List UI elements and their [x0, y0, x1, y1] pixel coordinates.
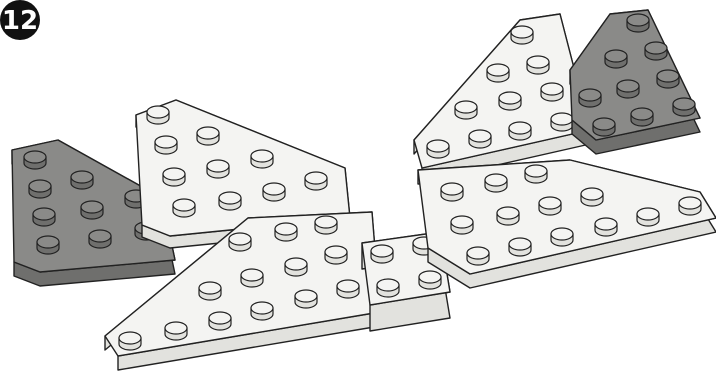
stud [275, 223, 297, 241]
stud [29, 180, 51, 198]
stud [467, 247, 489, 265]
stud [593, 118, 615, 136]
parts-layer [12, 10, 716, 370]
stud [427, 140, 449, 158]
stud [679, 197, 701, 215]
stud [551, 113, 573, 131]
stud [509, 238, 531, 256]
stud [241, 269, 263, 287]
stud [119, 332, 141, 350]
stud [645, 42, 667, 60]
stud [511, 26, 533, 44]
right-dark-wedge-plate [570, 10, 700, 154]
stud [81, 201, 103, 219]
stud [539, 197, 561, 215]
stud [325, 246, 347, 264]
stud [155, 136, 177, 154]
stud [163, 168, 185, 186]
stud [37, 236, 59, 254]
stud [487, 64, 509, 82]
stud [251, 302, 273, 320]
stud [551, 228, 573, 246]
stud [627, 14, 649, 32]
stud [89, 230, 111, 248]
stud [229, 233, 251, 251]
stud [209, 312, 231, 330]
stud [527, 56, 549, 74]
stud [631, 108, 653, 126]
stud [485, 174, 507, 192]
stud [441, 183, 463, 201]
stud [165, 322, 187, 340]
stud [285, 258, 307, 276]
stud [525, 165, 547, 183]
right-lower-light-wedge-plate [418, 160, 716, 288]
stud [469, 130, 491, 148]
stud [509, 122, 531, 140]
stud [617, 80, 639, 98]
stud [173, 199, 195, 217]
stud [263, 183, 285, 201]
stud [377, 279, 399, 297]
stud [295, 290, 317, 308]
stud [251, 150, 273, 168]
stud [371, 245, 393, 263]
stud [24, 151, 46, 169]
stud [673, 98, 695, 116]
stud [305, 172, 327, 190]
stud [197, 127, 219, 145]
right-upper-light-wedge-plate [414, 14, 590, 182]
stud [541, 83, 563, 101]
stud [451, 216, 473, 234]
stud [337, 280, 359, 298]
stud [605, 50, 627, 68]
stud [657, 70, 679, 88]
stud [207, 160, 229, 178]
stud [499, 92, 521, 110]
stud [579, 89, 601, 107]
stud [581, 188, 603, 206]
stud [455, 101, 477, 119]
stud [419, 271, 441, 289]
stud [497, 207, 519, 225]
stud [637, 208, 659, 226]
stud [595, 218, 617, 236]
stud [199, 282, 221, 300]
step-number-badge: 12 [0, 0, 44, 44]
stud [71, 171, 93, 189]
stud [147, 106, 169, 124]
stud [33, 208, 55, 226]
stud [315, 216, 337, 234]
stud [219, 192, 241, 210]
